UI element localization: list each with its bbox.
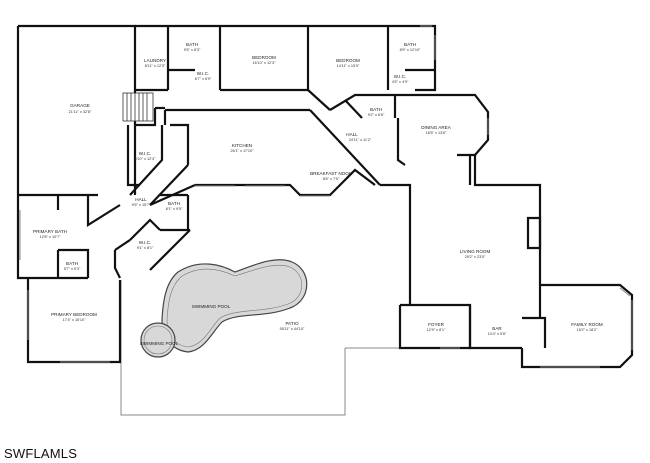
breakfast-label: BREAKFAST NOOK	[310, 171, 353, 176]
bedroom2-label: BEDROOM	[336, 58, 360, 63]
primarybath-dim: 12'8" x 10'7"	[40, 235, 61, 239]
bath2-label: BATH	[404, 42, 416, 47]
hall2-label: HALL	[135, 197, 147, 202]
family-label: FAMILY ROOM	[571, 322, 603, 327]
garage-label: GARAGE	[70, 103, 90, 108]
stairs	[122, 92, 154, 122]
wic2-dim: 4'5" x 4'9"	[392, 80, 409, 84]
dining-dim: 16'5" x 13'6"	[426, 131, 447, 135]
spa	[140, 322, 176, 358]
living-label: LIVING ROOM	[460, 249, 491, 254]
wic3-label: W.I.C.	[139, 151, 152, 156]
bath4-dim: 6'1" x 9'5"	[166, 207, 183, 211]
primarybed-label: PRIMARY BEDROOM	[51, 312, 97, 317]
foyer-dim: 12'9" x 8'1"	[427, 328, 446, 332]
bath3-label: BATH	[370, 107, 382, 112]
bath4-label: BATH	[168, 201, 180, 206]
laundry-dim: 8'11" x 12'3"	[145, 64, 166, 68]
wic1-dim: 6'7" x 6'9"	[195, 77, 212, 81]
bedroom1-label: BEDROOM	[252, 55, 276, 60]
garage-dim: 21'11" x 32'8"	[69, 110, 92, 114]
wic1-label: W.I.C.	[197, 71, 210, 76]
walls	[16, 24, 634, 369]
bath3-dim: 9'2" x 6'6"	[368, 113, 385, 117]
spa-label: SWIMMING POOL	[140, 341, 179, 346]
swimming-pool	[140, 259, 308, 358]
laundry-label: LAUNDRY	[144, 58, 166, 63]
bath2-dim: 8'9" x 12'10"	[400, 48, 421, 52]
living-dim: 29'2" x 23'0"	[465, 255, 486, 259]
breakfast-dim: 8'6" x 7'5"	[323, 177, 340, 181]
kitchen-label: KITCHEN	[232, 143, 252, 148]
room-labels: GARAGE 21'11" x 32'8" LAUNDRY 8'11" x 12…	[33, 42, 603, 346]
bath1-dim: 9'5" x 8'3"	[184, 48, 201, 52]
family-dim: 16'2" x 18'2"	[577, 328, 598, 332]
patio-label: PATIO	[285, 321, 299, 326]
hall2-dim: 9'6" x 15'7"	[132, 203, 151, 207]
wic3-dim: 5'10" x 12'3"	[135, 157, 156, 161]
bath5-dim: 5'7" x 5'3"	[64, 267, 81, 271]
wic2-label: W.I.C.	[394, 74, 407, 79]
hall1-dim: 24'11" x 11'2"	[349, 138, 372, 142]
kitchen-dim: 26'1" x 17'10"	[231, 149, 255, 153]
primarybed-dim: 17'4" x 15'10"	[63, 318, 87, 322]
bar-dim: 10'4" x 5'8"	[488, 332, 507, 336]
bath5-label: BATH	[66, 261, 78, 266]
bedroom1-dim: 16'10" x 12'3"	[253, 61, 277, 65]
wic4-label: W.I.C.	[139, 240, 152, 245]
primarybath-label: PRIMARY BATH	[33, 229, 67, 234]
watermark: SWFLAMLS	[4, 446, 78, 461]
dining-label: DINING AREA	[421, 125, 452, 130]
windows	[19, 25, 633, 368]
hall1-label: HALL	[346, 132, 358, 137]
wic4-dim: 9'1" x 8'1"	[137, 246, 154, 250]
bedroom2-dim: 14'11" x 15'9"	[337, 64, 360, 68]
foyer-label: FOYER	[428, 322, 445, 327]
patio-dim: 55'11" x 44'10"	[280, 327, 305, 331]
pool-label: SWIMMING POOL	[192, 304, 231, 309]
bar-label: BAR	[492, 326, 502, 331]
bath1-label: BATH	[186, 42, 198, 47]
